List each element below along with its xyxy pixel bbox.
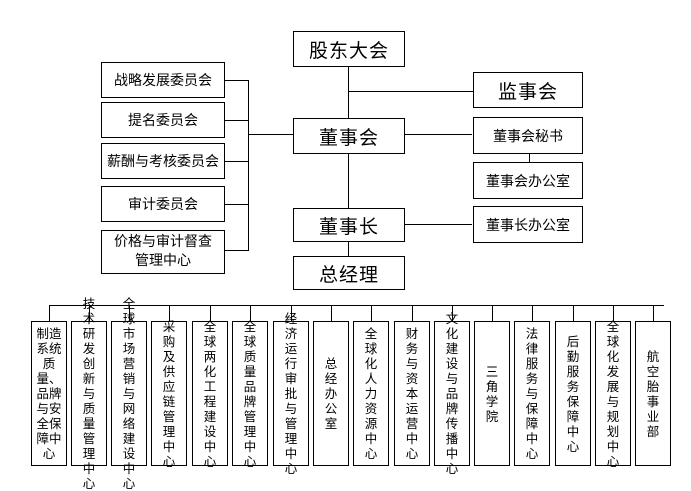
department-label: 后勤服务保障中心 [566,333,580,454]
shareholders-meeting-box: 股东大会 [293,31,405,67]
department-label: 全球市场营销与网络建设中心 [122,296,136,491]
department-box: 财务与资本运营中心 [394,321,430,466]
connector-department-drop [412,305,413,321]
department-box: 制造系统质量、品牌与安全保障中心 [31,321,67,466]
department-label: 制造系统质量、品牌与安全保障中心 [36,326,62,461]
department-label: 采购及供应链管理中心 [162,318,176,469]
connector-committee-3 [225,161,249,162]
connector-supervisory [348,91,474,92]
strategy-committee-label: 战略发展委员会 [114,73,212,89]
connector-department-drop [89,305,90,321]
department-label: 三角学院 [485,363,499,424]
connector-committee-2 [225,120,249,121]
connector-chairman-office [404,224,472,225]
department-label: 全球质量品牌管理中心 [243,318,257,469]
department-box: 后勤服务保障中心 [555,321,591,466]
department-label: 全球化发展与规划中心 [606,318,620,469]
connector-committee-1 [225,80,249,81]
chairman-box: 董事长 [293,208,405,242]
department-box: 全球化发展与规划中心 [595,318,631,469]
connector-department-drop [129,305,130,321]
department-label: 技术研发创新与质量管理中心 [82,296,96,491]
connector-department-drop [653,305,654,321]
connector-department-drop [532,305,533,321]
department-label: 财务与资本运营中心 [405,326,419,461]
connector-board-committees [248,134,293,135]
department-label: 航空胎事业部 [646,348,660,439]
department-box: 总经办公室 [313,321,349,466]
department-box: 技术研发创新与质量管理中心 [71,296,107,491]
department-box: 全球化人力资源中心 [353,321,389,466]
general-manager-label: 总经理 [318,263,379,286]
connector-committee-bus [248,80,249,250]
shareholders-meeting-label: 股东大会 [308,39,389,62]
strategy-committee-box: 战略发展委员会 [101,62,225,98]
board-office-box: 董事会办公室 [473,162,583,199]
connector-dept-bus [50,305,664,306]
department-label: 全球两化工程建设中心 [203,318,217,469]
department-box: 经济运行审批与管理中心 [273,311,309,476]
department-box: 全球质量品牌管理中心 [232,318,268,469]
chairman-office-box: 董事长办公室 [473,206,583,243]
department-label: 全球化人力资源中心 [364,326,378,461]
supervisory-board-box: 监事会 [473,72,583,108]
connector-committee-4 [225,204,249,205]
department-label: 法律服务与保障中心 [525,326,539,461]
price-audit-center-label: 价格与审计督查管理中心 [114,234,212,269]
department-box: 全球两化工程建设中心 [192,318,228,469]
department-box: 三角学院 [474,321,510,466]
department-label: 文化建设与品牌传播中心 [445,311,459,476]
board-of-directors-box: 董事会 [293,118,405,154]
connector-department-drop [371,305,372,321]
chairman-office-label: 董事长办公室 [486,217,570,234]
department-box: 航空胎事业部 [635,321,671,466]
department-box: 法律服务与保障中心 [514,321,550,466]
board-secretary-label: 董事会秘书 [493,128,563,145]
price-audit-center-box: 价格与审计督查管理中心 [101,230,225,274]
connector-board-secretary [404,134,472,135]
department-label: 总经办公室 [324,356,338,431]
connector-main-spine [348,66,349,256]
general-manager-box: 总经理 [293,256,405,290]
department-box: 文化建设与品牌传播中心 [434,311,470,476]
connector-committee-5 [225,250,249,251]
supervisory-board-label: 监事会 [497,80,558,103]
connector-department-drop [169,305,170,321]
compensation-committee-box: 薪酬与考核委员会 [101,143,225,179]
nomination-committee-label: 提名委员会 [128,113,198,129]
audit-committee-box: 审计委员会 [101,186,225,222]
connector-department-drop [210,305,211,321]
connector-department-drop [49,305,50,321]
board-of-directors-label: 董事会 [318,126,379,149]
chairman-label: 董事长 [318,215,379,238]
audit-committee-label: 审计委员会 [128,197,198,213]
connector-department-drop [452,305,453,321]
connector-department-drop [331,305,332,321]
department-box: 采购及供应链管理中心 [151,318,187,469]
connector-department-drop [250,305,251,321]
connector-department-drop [613,305,614,321]
department-box: 全球市场营销与网络建设中心 [111,296,147,491]
board-office-label: 董事会办公室 [486,173,570,190]
connector-department-drop [573,305,574,321]
nomination-committee-box: 提名委员会 [101,102,225,138]
compensation-committee-label: 薪酬与考核委员会 [107,154,219,170]
connector-department-drop [291,305,292,321]
board-secretary-box: 董事会秘书 [473,117,583,154]
department-label: 经济运行审批与管理中心 [284,311,298,476]
connector-secretary-office [529,154,530,163]
connector-department-drop [492,305,493,321]
